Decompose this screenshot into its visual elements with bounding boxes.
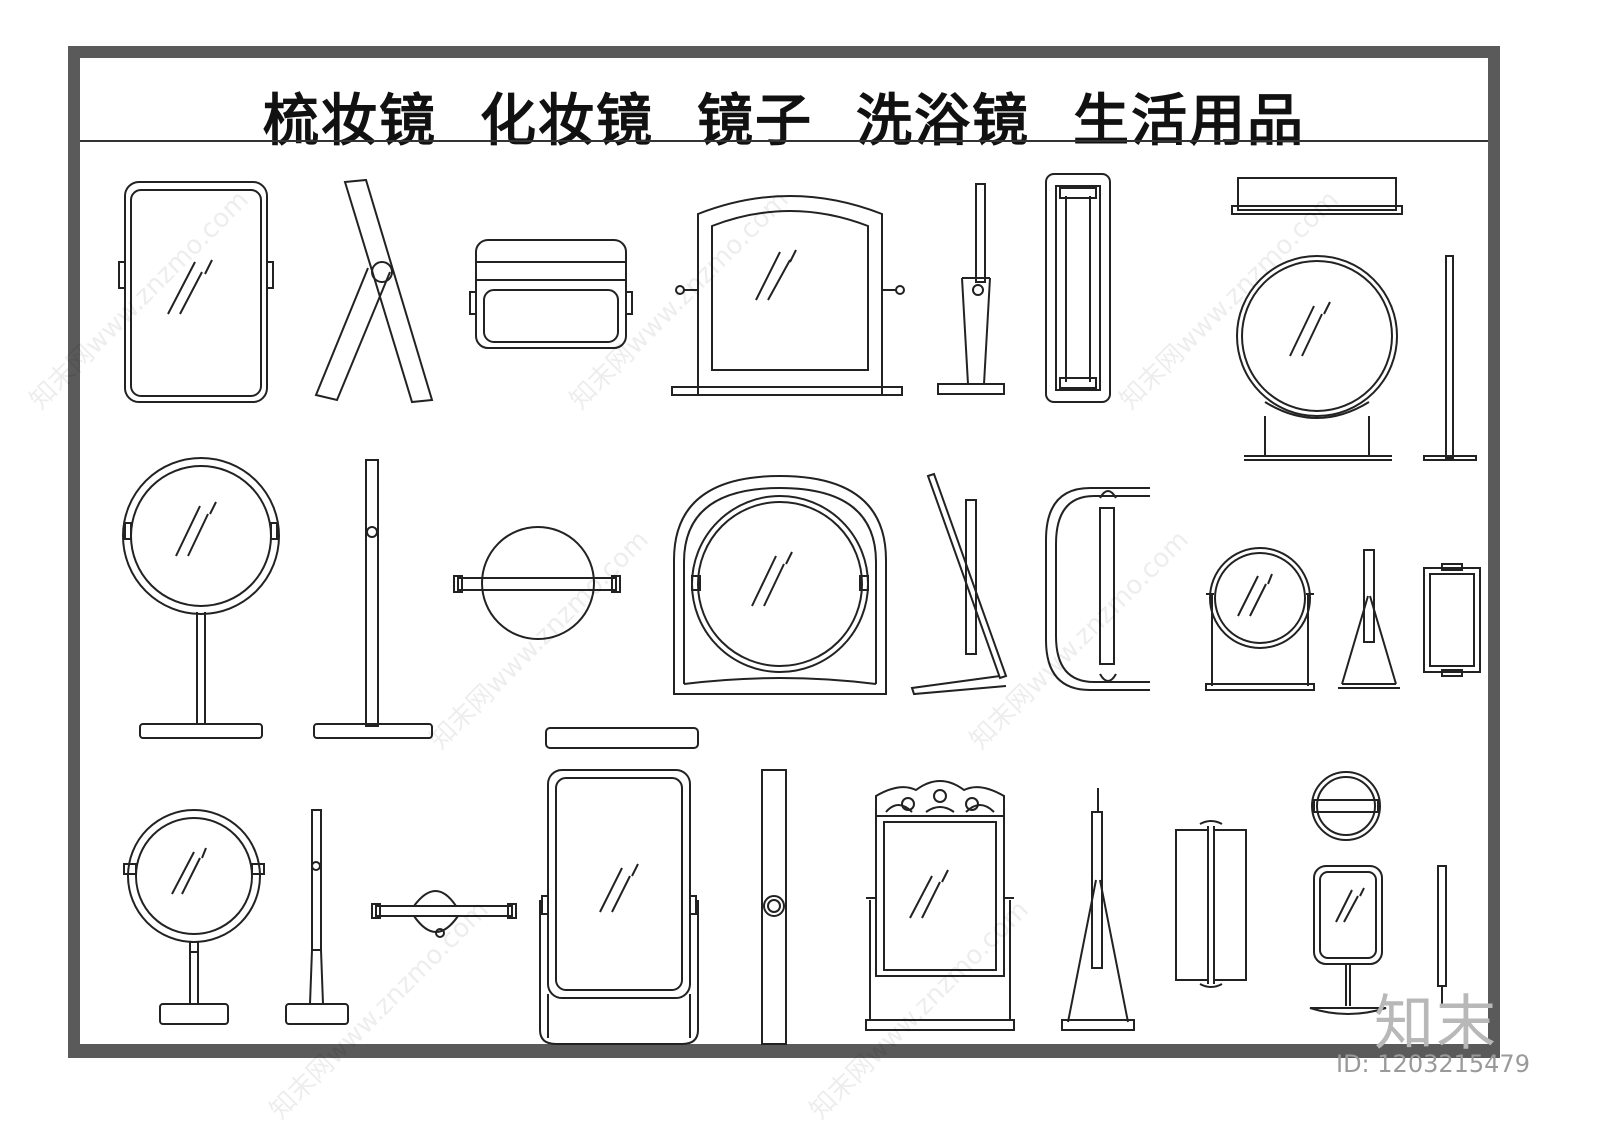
compact-mirror-top <box>1311 771 1381 841</box>
round-pedestal-mirror-front <box>122 457 280 739</box>
small-round-mirror-top <box>1423 563 1481 677</box>
curved-frame-mirror-top <box>1045 487 1150 691</box>
drawing-sheet: 梳妆镜 化妆镜 镜子 洗浴镜 生活用品 <box>80 58 1488 1044</box>
arched-vanity-mirror-front <box>671 195 905 396</box>
round-stand-mirror-side <box>1423 255 1477 461</box>
compact-mirror-side <box>1437 865 1447 1008</box>
rect-vanity-mirror-front <box>118 181 274 403</box>
arched-round-mirror-front <box>673 474 887 695</box>
arched-vanity-mirror-side <box>937 183 1005 395</box>
page-title: 梳妆镜 化妆镜 镜子 洗浴镜 生活用品 <box>263 89 1305 154</box>
rect-vanity-mirror-side <box>314 178 434 404</box>
folding-mirror-closed <box>469 239 633 349</box>
floor-mirror-front <box>539 769 699 1045</box>
round-stand-mirror-top <box>1231 177 1403 215</box>
round-pedestal-mirror-side <box>313 459 433 739</box>
title-divider <box>80 140 1488 142</box>
arched-round-mirror-side <box>910 472 1008 696</box>
floor-mirror-side <box>761 769 787 1045</box>
ornate-dressing-mirror-front <box>865 780 1015 1031</box>
double-sided-mirror-front <box>123 809 265 1025</box>
tri-fold-mirror-top <box>1175 820 1247 988</box>
wall-mirror-top <box>1045 173 1111 403</box>
wall-swivel-mirror-top <box>371 890 517 938</box>
ornate-dressing-mirror-side <box>1061 788 1135 1031</box>
floor-mirror-top <box>545 727 699 749</box>
double-sided-mirror-side <box>285 809 349 1025</box>
compact-mirror-front <box>1309 865 1387 1015</box>
small-round-mirror-side <box>1338 549 1400 689</box>
small-round-mirror-front <box>1205 547 1315 691</box>
swivel-round-mirror-top <box>453 526 621 640</box>
brand-logo: 知末 <box>1374 989 1498 1059</box>
round-stand-mirror-front <box>1236 255 1398 461</box>
image-id-label: ID: 1203215479 <box>1336 1050 1530 1078</box>
